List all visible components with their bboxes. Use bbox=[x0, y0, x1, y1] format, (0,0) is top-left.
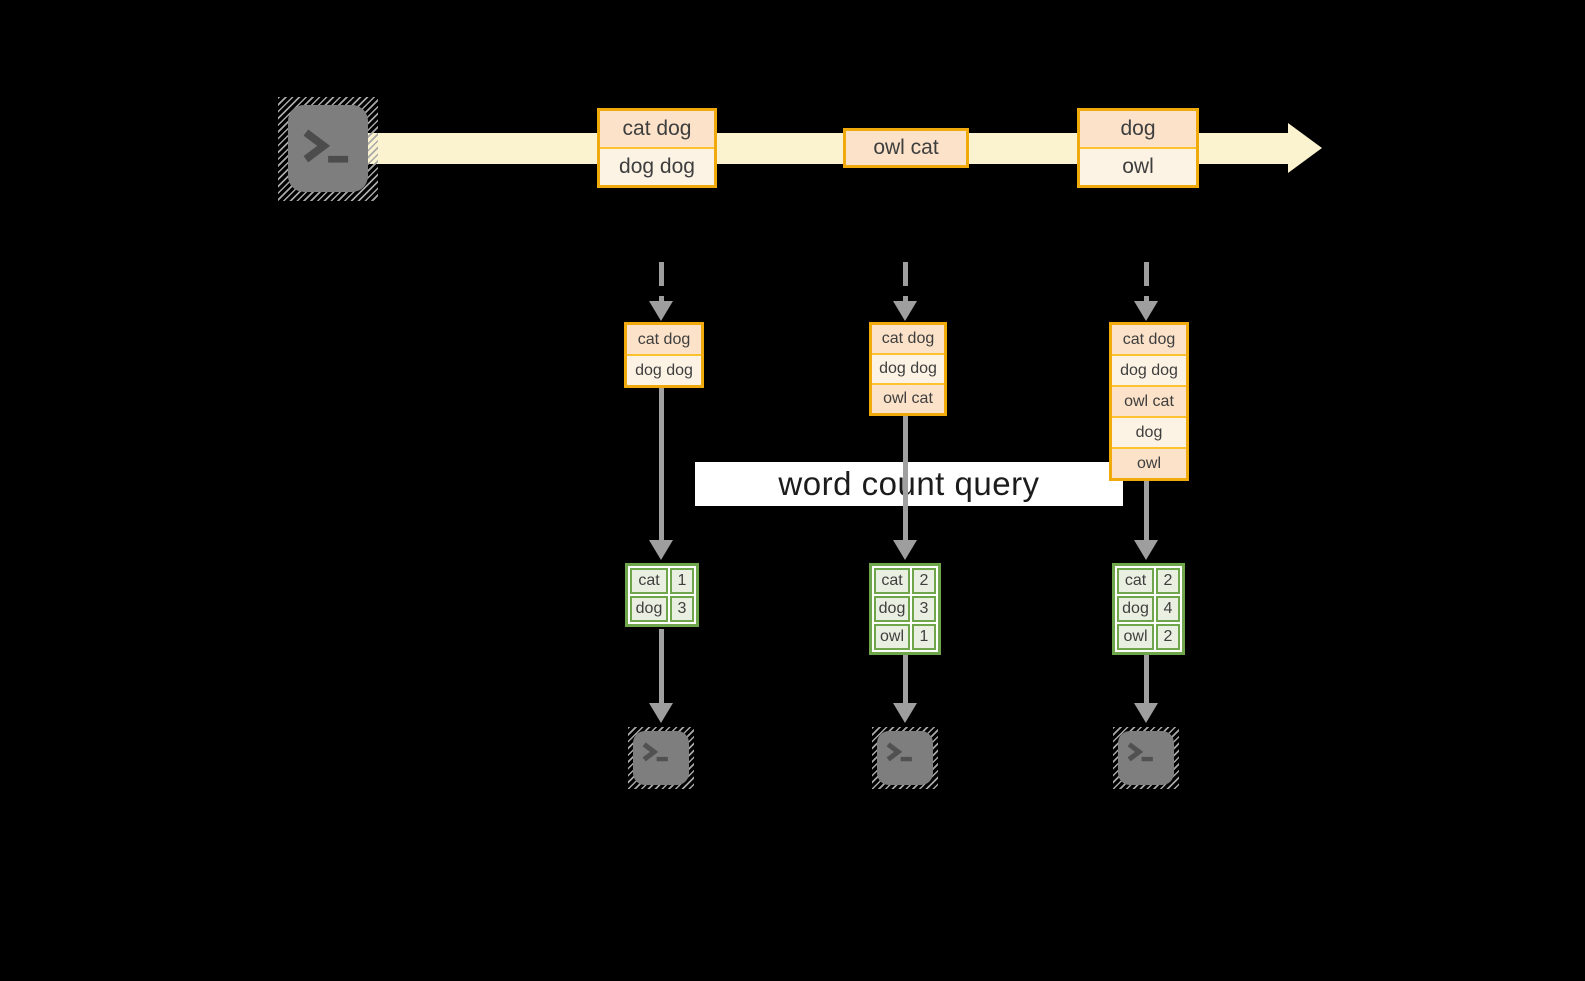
word-cell: owl bbox=[1117, 624, 1154, 650]
state-box: cat dog dog dog owl cat bbox=[869, 322, 947, 416]
state-row: owl cat bbox=[872, 383, 944, 413]
stream-event-row: dog dog bbox=[600, 147, 714, 185]
stream-event-row: owl bbox=[1080, 147, 1196, 185]
ingest-arrow-dashed bbox=[1144, 262, 1149, 301]
terminal-prompt-icon bbox=[642, 742, 668, 762]
state-row: dog dog bbox=[872, 353, 944, 383]
state-row: owl bbox=[1112, 447, 1186, 478]
word-cell: cat bbox=[874, 568, 910, 594]
result-output-arrow bbox=[903, 655, 908, 704]
word-count-table: cat 1 dog 3 bbox=[625, 563, 699, 627]
stream-event-row: owl cat bbox=[846, 131, 966, 165]
query-input-arrowhead bbox=[649, 540, 673, 560]
state-row: cat dog bbox=[872, 325, 944, 353]
ingest-arrowhead bbox=[1134, 301, 1158, 321]
count-cell: 2 bbox=[1156, 624, 1180, 650]
query-input-arrow bbox=[1144, 481, 1149, 541]
word-cell: owl bbox=[874, 624, 910, 650]
state-row: cat dog bbox=[627, 325, 701, 354]
ingest-arrowhead bbox=[893, 301, 917, 321]
stream-event-row: dog bbox=[1080, 111, 1196, 147]
word-cell: cat bbox=[1117, 568, 1154, 594]
stream-arrowhead bbox=[1288, 123, 1322, 173]
count-cell: 2 bbox=[1156, 568, 1180, 594]
word-cell: dog bbox=[1117, 596, 1154, 622]
query-banner-label: word count query bbox=[778, 465, 1040, 502]
word-count-table: cat 2 dog 4 owl 2 bbox=[1112, 563, 1185, 655]
ingest-arrow-dashed bbox=[903, 262, 908, 301]
terminal-icon-body bbox=[288, 105, 368, 192]
terminal-icon-body bbox=[1118, 731, 1174, 785]
result-output-arrowhead bbox=[893, 703, 917, 723]
result-output-arrowhead bbox=[649, 703, 673, 723]
terminal-prompt-icon bbox=[303, 129, 349, 163]
stream-event-row: cat dog bbox=[600, 111, 714, 147]
stream-event-box: owl cat bbox=[843, 128, 969, 168]
state-box: cat dog dog dog bbox=[624, 322, 704, 388]
count-cell: 1 bbox=[912, 624, 936, 650]
word-cell: dog bbox=[630, 596, 668, 622]
terminal-icon-body bbox=[877, 731, 933, 785]
result-output-arrowhead bbox=[1134, 703, 1158, 723]
result-output-arrow bbox=[659, 629, 664, 704]
terminal-prompt-icon bbox=[1127, 742, 1153, 762]
count-cell: 4 bbox=[1156, 596, 1180, 622]
count-cell: 1 bbox=[670, 568, 694, 594]
query-input-arrow bbox=[903, 416, 908, 541]
state-row: cat dog bbox=[1112, 325, 1186, 354]
ingest-arrowhead bbox=[649, 301, 673, 321]
query-input-arrow bbox=[659, 388, 664, 541]
stream-event-box: dog owl bbox=[1077, 108, 1199, 188]
state-row: dog dog bbox=[627, 354, 701, 385]
query-input-arrowhead bbox=[893, 540, 917, 560]
word-cell: cat bbox=[630, 568, 668, 594]
count-cell: 3 bbox=[912, 596, 936, 622]
query-banner: word count query bbox=[695, 462, 1123, 506]
terminal-icon-body bbox=[633, 731, 689, 785]
state-row: owl cat bbox=[1112, 385, 1186, 416]
stream-event-box: cat dog dog dog bbox=[597, 108, 717, 188]
word-count-table: cat 2 dog 3 owl 1 bbox=[869, 563, 941, 655]
count-cell: 2 bbox=[912, 568, 936, 594]
state-row: dog bbox=[1112, 416, 1186, 447]
query-input-arrowhead bbox=[1134, 540, 1158, 560]
count-cell: 3 bbox=[670, 596, 694, 622]
word-cell: dog bbox=[874, 596, 910, 622]
state-box: cat dog dog dog owl cat dog owl bbox=[1109, 322, 1189, 481]
terminal-prompt-icon bbox=[886, 742, 912, 762]
state-row: dog dog bbox=[1112, 354, 1186, 385]
result-output-arrow bbox=[1144, 655, 1149, 704]
ingest-arrow-dashed bbox=[659, 262, 664, 301]
